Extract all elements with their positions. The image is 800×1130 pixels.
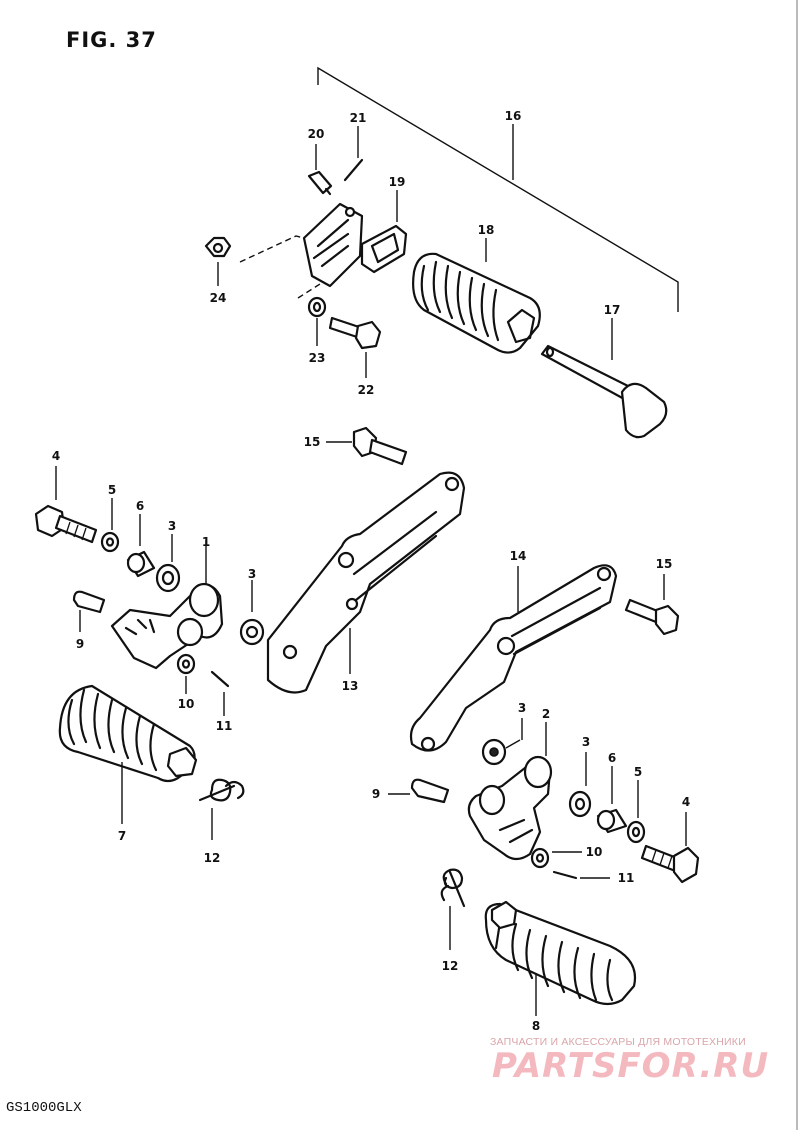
part-5-washer-right: [626, 780, 646, 844]
callout-3-right-b: 3: [582, 735, 590, 749]
part-11-cotter-right: [552, 870, 610, 880]
callout-16: 16: [505, 109, 522, 123]
callout-2: 2: [542, 707, 550, 721]
callout-15-right: 15: [656, 557, 673, 571]
assembly-bracket-16: [317, 66, 679, 312]
callout-11-right: 11: [618, 871, 635, 885]
part-22-bolt: [328, 316, 382, 378]
callout-labels: 16 20 21 19 18 24 17 23 22 15 4 5 6 3 1 …: [52, 109, 690, 1033]
callout-4-left: 4: [52, 449, 60, 463]
part-20-bolt: [307, 144, 333, 196]
part-9-pin-right: [388, 778, 450, 804]
part-23-washer: [307, 296, 327, 346]
part-13-bracket-left: [266, 471, 466, 694]
part-17-pin: [540, 318, 668, 439]
callout-17: 17: [604, 303, 621, 317]
part-6-collar-left: [126, 514, 156, 578]
part-3-bushing-right-b: [568, 752, 592, 818]
callout-12-right: 12: [442, 959, 459, 973]
part-1-footrest-bracket-left: [110, 540, 224, 670]
part-24-nut: [204, 236, 232, 286]
part-4-bolt-left: [34, 466, 98, 544]
callout-24: 24: [210, 291, 227, 305]
part-14-bracket-right: [409, 564, 618, 752]
part-18-rubber: [412, 238, 541, 354]
callout-5-left: 5: [108, 483, 116, 497]
callout-18: 18: [478, 223, 495, 237]
callout-3-left-a: 3: [168, 519, 176, 533]
callout-15-upper: 15: [304, 435, 321, 449]
part-3-bushing-right-a: [481, 718, 523, 766]
callout-1: 1: [202, 535, 210, 549]
callout-4-right: 4: [682, 795, 690, 809]
part-11-cotter-left: [210, 670, 230, 716]
part-9-pin-left: [72, 590, 106, 632]
watermark-logo: PARTSFOR.RU: [492, 1046, 770, 1086]
callout-23: 23: [309, 351, 326, 365]
callout-9-left: 9: [76, 637, 84, 651]
part-19-plate: [360, 190, 408, 274]
figure-title: FIG. 37: [66, 28, 157, 52]
callout-20: 20: [308, 127, 325, 141]
callout-3-right-a: 3: [518, 701, 526, 715]
callout-9-right: 9: [372, 787, 380, 801]
callout-6-left: 6: [136, 499, 144, 513]
part-15-bolt-upper: [326, 426, 408, 466]
part-15-bolt-right: [624, 574, 680, 636]
part-12-spring-left: [198, 778, 245, 840]
model-label: GS1000GLX: [6, 1100, 82, 1116]
part-6-collar-right: [596, 766, 628, 834]
callout-21: 21: [350, 111, 367, 125]
callout-7: 7: [118, 829, 126, 843]
callout-19: 19: [389, 175, 406, 189]
part-10-washer-right: [530, 847, 582, 869]
footrest-bracket: [239, 202, 364, 299]
callout-10-left: 10: [178, 697, 195, 711]
part-4-bolt-right: [640, 812, 700, 884]
part-8-footrest-right: [484, 900, 637, 1016]
callout-22: 22: [358, 383, 375, 397]
part-10-washer-left: [176, 653, 196, 694]
callout-13: 13: [342, 679, 359, 693]
callout-14: 14: [510, 549, 527, 563]
part-12-spring-right: [440, 868, 466, 950]
part-21-pin: [343, 126, 364, 182]
callout-11-left: 11: [216, 719, 233, 733]
callout-3-left-b: 3: [248, 567, 256, 581]
callout-5-right: 5: [634, 765, 642, 779]
part-3-bushing-left-a: [155, 534, 181, 593]
callout-6-right: 6: [608, 751, 616, 765]
part-3-bushing-left-b: [239, 580, 265, 646]
part-7-footrest-left: [58, 684, 198, 824]
part-5-washer-left: [100, 498, 120, 553]
callout-12-left: 12: [204, 851, 221, 865]
callout-10-right: 10: [586, 845, 603, 859]
watermark-caption: ЗАПЧАСТИ И АКСЕССУАРЫ ДЛЯ МОТОТЕХНИКИ: [490, 1036, 746, 1048]
callout-8: 8: [532, 1019, 540, 1033]
part-2-footrest-bracket-right: [467, 722, 553, 861]
